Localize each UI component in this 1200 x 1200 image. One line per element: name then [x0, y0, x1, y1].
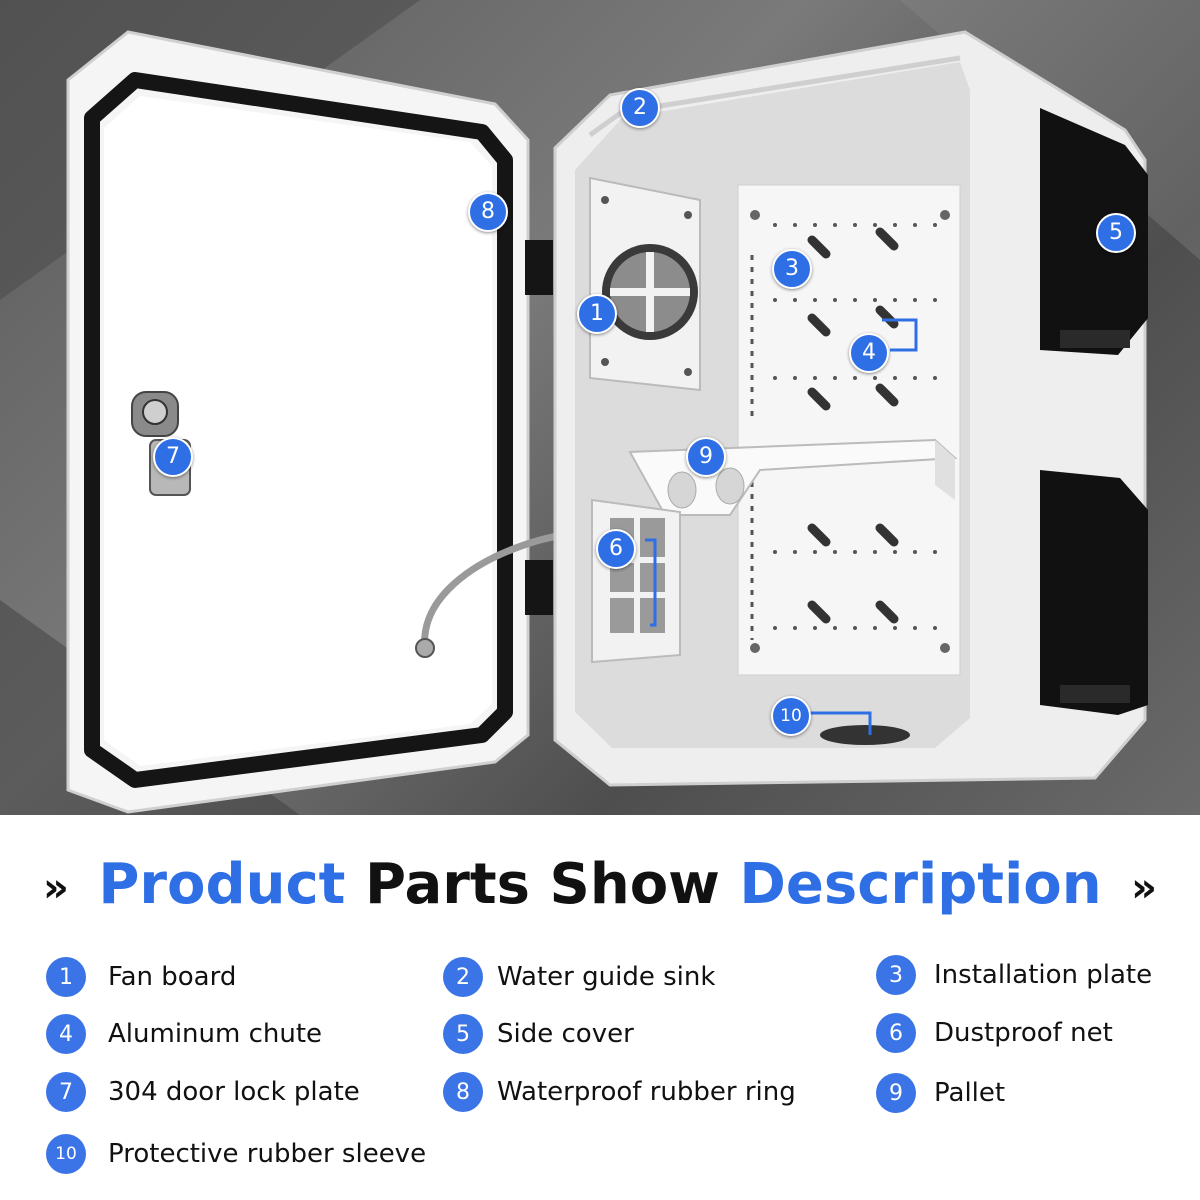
part-label: Protective rubber sleeve [108, 1139, 427, 1169]
part-item: 5 Side cover [443, 1012, 634, 1056]
product-photo: 1 2 3 4 5 6 7 8 9 10 [0, 0, 1200, 815]
part-number-badge: 4 [46, 1014, 86, 1054]
title-suffix-chevrons: » [1131, 864, 1157, 911]
part-number-badge: 6 [876, 1013, 916, 1053]
part-label: Water guide sink [497, 962, 716, 992]
part-label: Aluminum chute [108, 1019, 323, 1049]
part-item: 8 Waterproof rubber ring [443, 1070, 796, 1114]
part-label: Dustproof net [934, 1018, 1113, 1048]
part-number-badge: 1 [46, 957, 86, 997]
part-item: 3 Installation plate [876, 953, 1152, 997]
part-label: Waterproof rubber ring [497, 1077, 796, 1107]
part-item: 10 Protective rubber sleeve [46, 1132, 426, 1176]
callout-3: 3 [772, 249, 812, 289]
callout-1: 1 [577, 294, 617, 334]
part-item: 1 Fan board [46, 955, 236, 999]
part-number-badge: 7 [46, 1072, 86, 1112]
side-covers [1040, 108, 1148, 715]
part-number-badge: 8 [443, 1072, 483, 1112]
section-title: » Product Parts Show Description » [0, 845, 1200, 928]
callout-5: 5 [1096, 213, 1136, 253]
part-label: Installation plate [934, 960, 1153, 990]
part-item: 7 304 door lock plate [46, 1070, 360, 1114]
callout-9: 9 [686, 437, 726, 477]
enclosure-illustration [0, 0, 1200, 815]
callout-7: 7 [153, 437, 193, 477]
part-label: Pallet [934, 1078, 1006, 1108]
part-item: 2 Water guide sink [443, 955, 715, 999]
part-number-badge: 10 [46, 1134, 86, 1174]
part-item: 6 Dustproof net [876, 1011, 1113, 1055]
part-number-badge: 2 [443, 957, 483, 997]
title-word-product: Product [98, 852, 346, 917]
part-label: Side cover [497, 1019, 634, 1049]
callout-8: 8 [468, 192, 508, 232]
part-label: 304 door lock plate [108, 1077, 360, 1107]
part-number-badge: 3 [876, 955, 916, 995]
title-word-description: Description [739, 852, 1102, 917]
part-number-badge: 9 [876, 1073, 916, 1113]
open-door [66, 30, 591, 814]
part-item: 4 Aluminum chute [46, 1012, 322, 1056]
part-label: Fan board [108, 962, 237, 992]
callout-2: 2 [620, 88, 660, 128]
title-word-parts-show: Parts Show [364, 852, 720, 917]
part-item: 9 Pallet [876, 1071, 1005, 1115]
callout-6: 6 [596, 529, 636, 569]
callout-4: 4 [849, 333, 889, 373]
callout-10: 10 [771, 696, 811, 736]
title-prefix-chevrons: » [43, 864, 69, 911]
part-number-badge: 5 [443, 1014, 483, 1054]
